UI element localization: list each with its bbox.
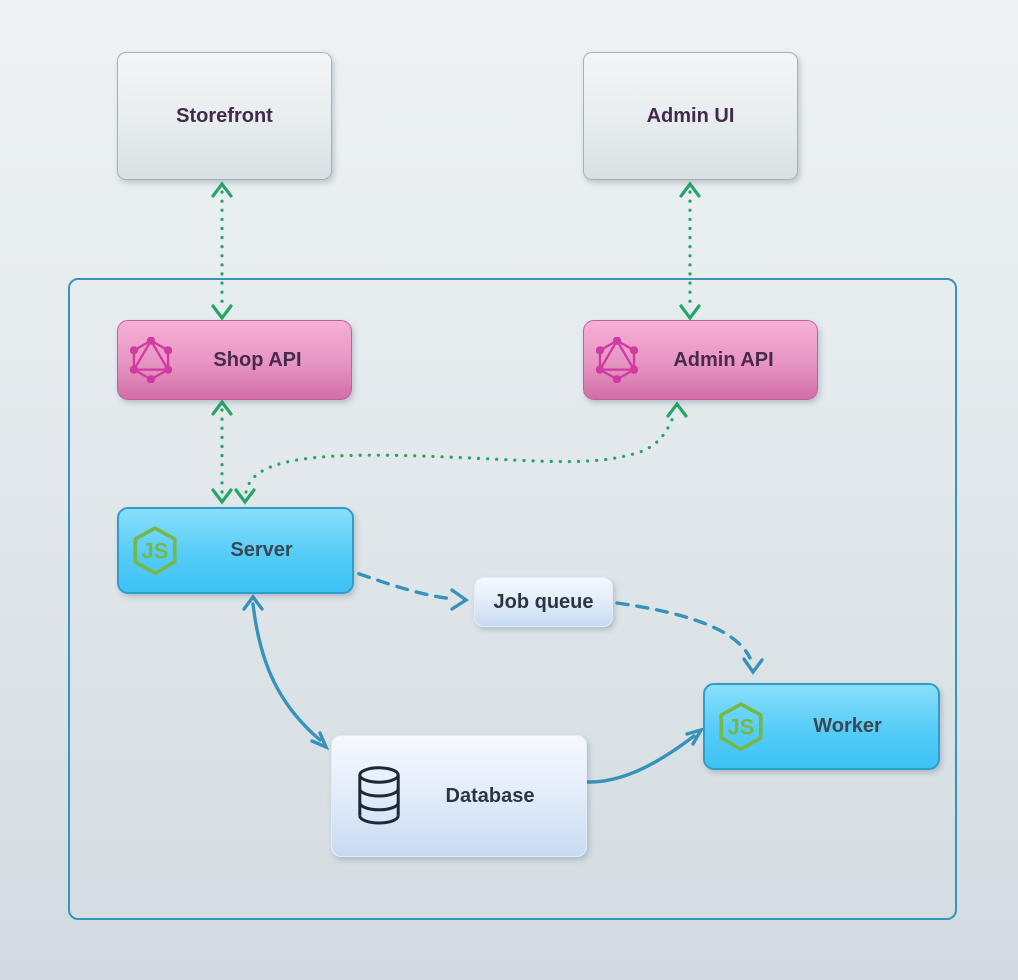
node-job-queue: Job queue (474, 577, 613, 627)
node-storefront-label: Storefront (176, 104, 273, 127)
graphql-icon (129, 337, 173, 383)
node-shop-api-label: Shop API (213, 348, 302, 371)
database-icon (358, 766, 400, 825)
node-job-queue-label: Job queue (493, 590, 594, 613)
nodejs-icon: JS (719, 701, 763, 751)
nodejs-icon: JS (133, 525, 177, 575)
node-admin-ui-label: Admin UI (646, 104, 735, 127)
node-database: Database (331, 735, 587, 857)
backend-container (68, 278, 957, 920)
node-shop-api: Shop API (117, 320, 352, 400)
svg-text:JS: JS (142, 538, 169, 563)
node-admin-api: Admin API (583, 320, 818, 400)
node-server-label: Server (230, 539, 293, 561)
node-worker: JS Worker (703, 683, 940, 770)
svg-text:JS: JS (728, 714, 755, 739)
node-server: JS Server (117, 507, 354, 594)
node-admin-api-label: Admin API (673, 348, 774, 371)
node-worker-label: Worker (813, 715, 882, 737)
node-admin-ui: Admin UI (583, 52, 798, 180)
node-storefront: Storefront (117, 52, 332, 180)
node-database-label: Database (445, 784, 535, 807)
graphql-icon (595, 337, 639, 383)
